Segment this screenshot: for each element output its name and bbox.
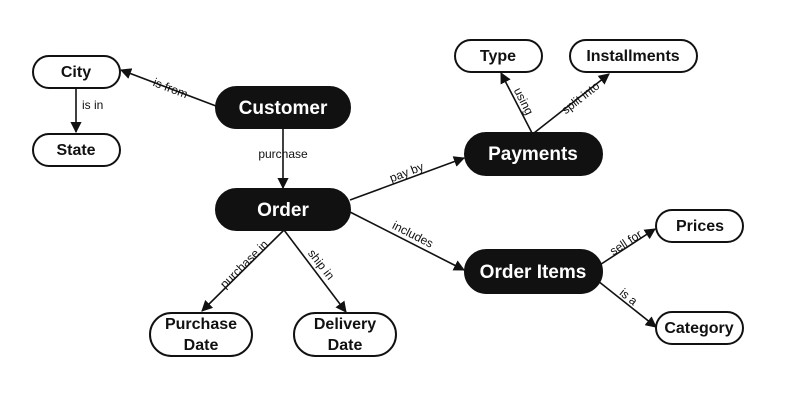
node-order: Order [215, 188, 351, 231]
edge-label-using: using [511, 85, 536, 117]
edge-customer-order: purchase [258, 128, 308, 190]
edge-label-purchase: purchase [258, 147, 308, 161]
node-state: State [32, 133, 121, 167]
edge-label-purchase-in: purchase in [217, 237, 271, 291]
edge-label-is-from: is from [151, 75, 190, 101]
edge-label-sell-for: sell for [607, 227, 644, 258]
edge-items-category: is a [592, 276, 657, 328]
node-type: Type [454, 39, 543, 73]
edge-label-is-in: is in [82, 98, 103, 112]
node-purchase-date: Purchase Date [149, 312, 253, 357]
node-purchase-date-line1: Purchase [165, 316, 237, 333]
node-delivery-date: Delivery Date [293, 312, 397, 357]
node-order-items-label: Order Items [480, 262, 587, 283]
node-payments-label: Payments [488, 144, 578, 165]
node-order-label: Order [257, 200, 309, 221]
edge-order-payments: pay by [349, 156, 466, 201]
edge-customer-city: is from [119, 68, 217, 107]
node-customer-label: Customer [239, 98, 328, 119]
edge-label-split-into: split into [559, 79, 603, 117]
node-delivery-date-line2: Date [328, 337, 363, 354]
node-category-label: Category [664, 320, 733, 337]
edge-payments-installments: split into [533, 73, 610, 134]
edge-order-items: includes [349, 211, 465, 271]
node-delivery-date-line1: Delivery [314, 316, 376, 333]
node-installments-label: Installments [586, 48, 679, 65]
edge-payments-type: using [500, 72, 536, 134]
node-purchase-date-line2: Date [184, 337, 219, 354]
node-payments: Payments [464, 132, 603, 176]
node-category: Category [655, 311, 744, 345]
edge-label-includes: includes [390, 218, 436, 250]
node-customer: Customer [215, 86, 351, 129]
edge-order-purchase-date: purchase in [201, 229, 285, 312]
edge-city-state: is in [70, 88, 103, 134]
node-order-items: Order Items [464, 249, 603, 294]
node-type-label: Type [480, 48, 516, 65]
node-city-label: City [61, 64, 91, 81]
edge-label-pay-by: pay by [388, 159, 426, 185]
edge-label-is-a: is a [617, 286, 641, 309]
node-state-label: State [56, 142, 95, 159]
edge-order-delivery-date: ship in [283, 229, 347, 313]
node-installments: Installments [569, 39, 698, 73]
node-prices-label: Prices [676, 218, 724, 235]
node-city: City [32, 55, 121, 89]
node-prices: Prices [655, 209, 744, 243]
